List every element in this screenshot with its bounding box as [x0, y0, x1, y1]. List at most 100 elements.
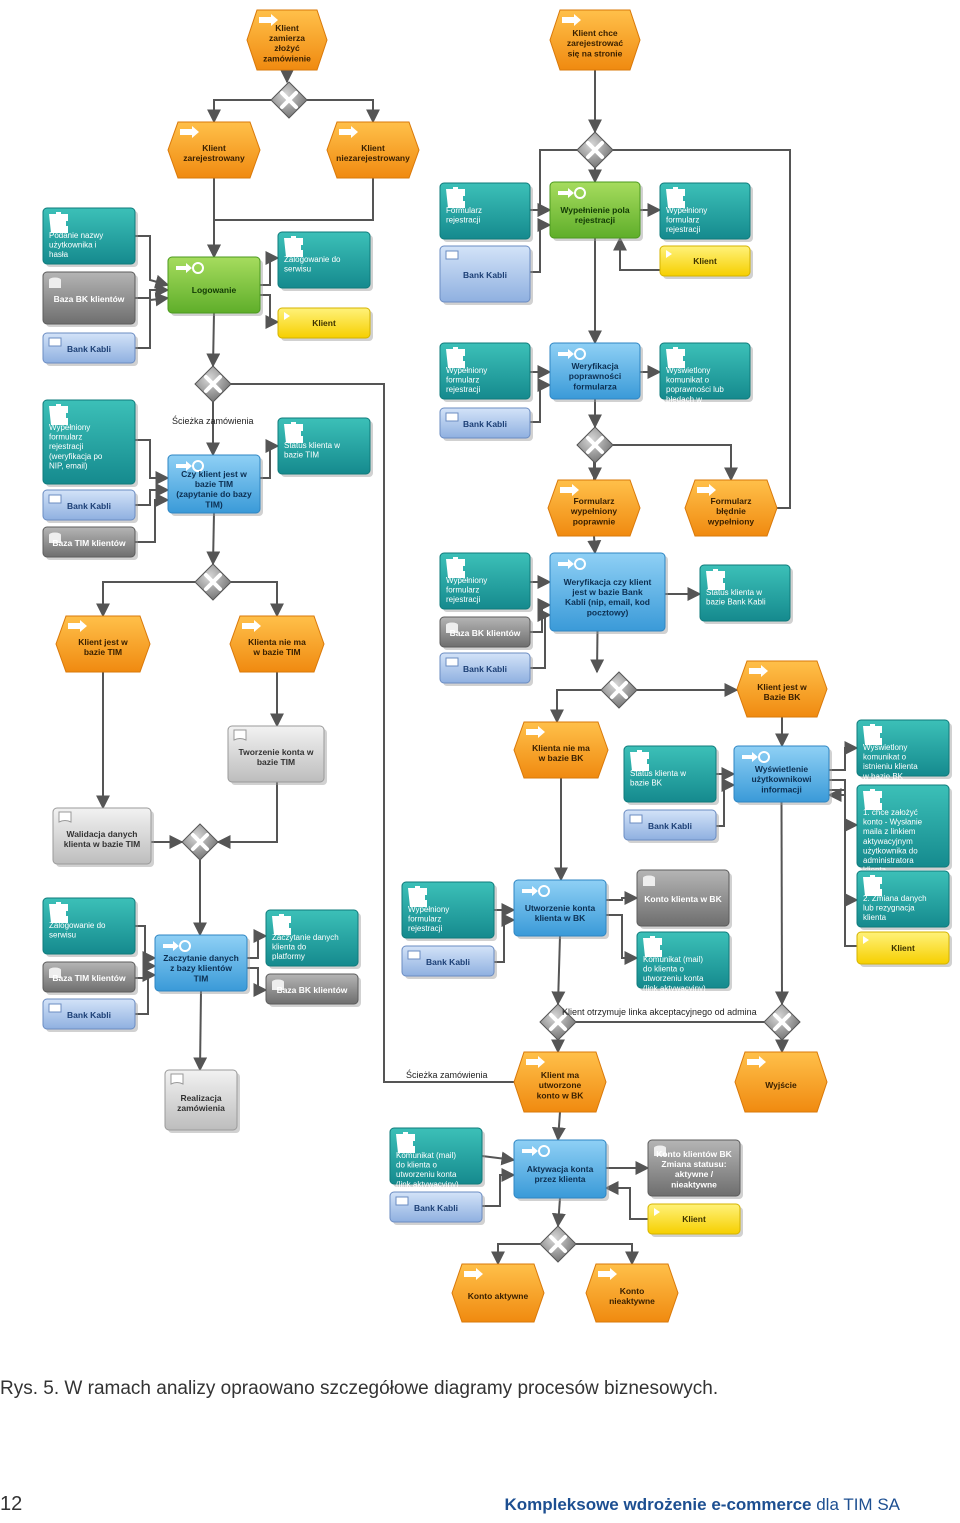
function-arrow-icon — [522, 1146, 538, 1156]
x-cross-icon — [204, 375, 222, 393]
connector — [606, 914, 639, 965]
refresh-icon — [538, 1145, 550, 1157]
connector — [135, 439, 170, 485]
role-flag-icon — [654, 1208, 660, 1216]
path-label-l1: Ścieżka zamówienia — [172, 415, 254, 426]
monitor-icon — [445, 412, 459, 422]
r1-label: Klient — [312, 318, 336, 328]
event-arrow-icon — [68, 620, 87, 632]
connector — [135, 292, 170, 349]
xor-gateway-g8 — [539, 1003, 577, 1041]
event-arrow-icon — [747, 1056, 766, 1068]
xor-gateway-g1 — [270, 81, 308, 119]
event-arrow-icon — [259, 14, 278, 26]
connector — [260, 294, 280, 329]
xor-gateway-g4 — [576, 426, 614, 464]
r4-label: Klient — [682, 1214, 706, 1224]
connector — [206, 512, 221, 566]
role-flag-icon — [666, 250, 672, 258]
connector — [135, 493, 170, 543]
event-arrow-icon — [598, 1268, 617, 1280]
connector — [494, 913, 516, 963]
connector — [135, 235, 170, 289]
connector — [135, 968, 157, 1015]
connector — [491, 1243, 540, 1266]
connector — [590, 630, 605, 674]
function-arrow-icon — [176, 263, 192, 273]
puzzle-icon — [863, 789, 882, 810]
connector — [774, 801, 789, 1006]
connector — [551, 1111, 566, 1142]
puzzle-icon — [666, 347, 685, 368]
footer-title-light: dla TIM SA — [811, 1495, 900, 1514]
r2-label: Klient — [693, 256, 717, 266]
footer-title: Kompleksowe wdrożenie e-commerce dla TIM… — [504, 1495, 900, 1515]
x-cross-icon — [586, 141, 604, 159]
d4-label: Konto klienta w BK — [644, 894, 722, 904]
role-flag-icon — [863, 936, 869, 944]
puzzle-icon — [863, 724, 882, 745]
connector — [550, 689, 601, 724]
s5-label: Bank Kabli — [463, 664, 507, 674]
refresh-icon — [179, 940, 191, 952]
connector — [96, 581, 195, 618]
role-flag-icon — [284, 312, 290, 320]
role-r2: Klient — [659, 245, 753, 279]
puzzle-icon — [446, 347, 465, 368]
connector — [207, 178, 374, 259]
role-r1: Klient — [277, 307, 373, 341]
event-arrow-icon — [562, 14, 581, 26]
system-s4: Bank Kabli — [42, 489, 138, 523]
system-s3: Bank Kabli — [439, 407, 533, 441]
connector — [829, 789, 859, 907]
refresh-icon — [192, 460, 204, 472]
connector — [829, 741, 859, 771]
connector — [307, 99, 380, 124]
monitor-icon — [445, 250, 459, 260]
puzzle-icon — [49, 404, 68, 425]
connector — [135, 483, 170, 506]
refresh-icon — [574, 187, 586, 199]
database-d2: Baza TIM klientów — [42, 526, 138, 560]
x-cross-icon — [773, 1013, 791, 1031]
x-cross-icon — [280, 91, 298, 109]
puzzle-icon — [706, 569, 725, 590]
d3-label: Baza BK klientów — [450, 628, 521, 638]
function-f1: Logowanie — [167, 256, 263, 316]
x-cross-icon — [549, 1013, 567, 1031]
connector — [530, 608, 552, 669]
system-s2: Bank Kabli — [439, 245, 533, 305]
event-arrow-icon — [526, 726, 545, 738]
connector — [247, 929, 268, 959]
s9-label: Bank Kabli — [414, 1203, 458, 1213]
